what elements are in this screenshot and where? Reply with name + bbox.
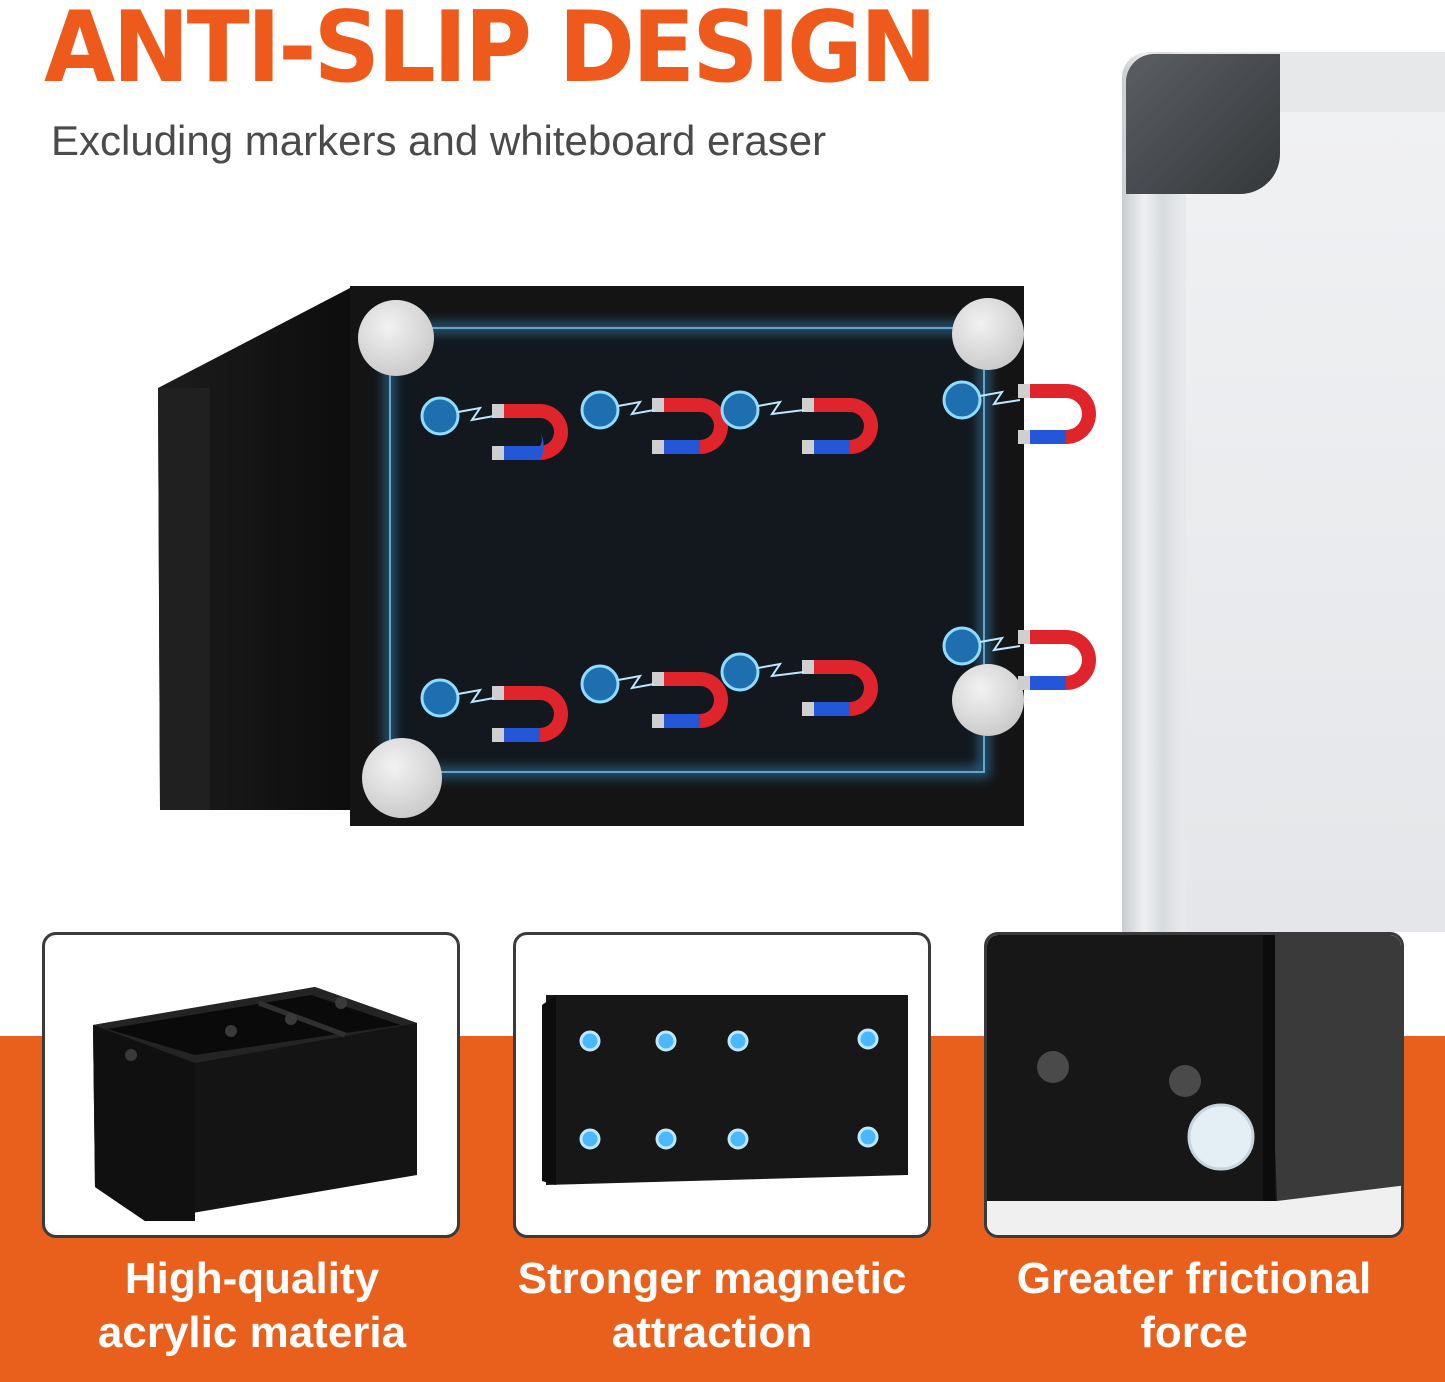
caption-line-2: acrylic materia — [97, 1308, 407, 1357]
magnet-row-bottom — [420, 626, 1096, 742]
product-back-view — [150, 280, 1110, 840]
whiteboard-corner-cap — [1126, 54, 1280, 194]
feature-card-acrylic — [42, 932, 460, 1238]
caption-line-1: Greater frictional — [1016, 1254, 1372, 1303]
pen-holder-icon — [93, 987, 417, 1221]
caption-line-2: force — [1140, 1308, 1248, 1357]
caption-line-1: Stronger magnetic — [517, 1254, 907, 1303]
feature-card-friction — [984, 932, 1404, 1238]
anti-slip-pad-icon — [987, 935, 1401, 1235]
magnet-dots-icon — [542, 995, 908, 1185]
headline: ANTI-SLIP DESIGN — [44, 0, 937, 105]
feature-caption-acrylic: High-quality acrylic materia — [22, 1252, 482, 1360]
magnet-row-top — [420, 380, 1096, 460]
caption-line-1: High-quality — [124, 1254, 380, 1303]
subheadline: Excluding markers and whiteboard eraser — [51, 117, 827, 164]
feature-caption-friction: Greater frictional force — [964, 1252, 1424, 1360]
feature-caption-magnetic: Stronger magnetic attraction — [482, 1252, 942, 1360]
product-illustration — [158, 286, 1096, 826]
feature-card-magnetic — [513, 932, 931, 1238]
whiteboard-surface — [1186, 112, 1445, 932]
caption-line-2: attraction — [611, 1308, 813, 1357]
